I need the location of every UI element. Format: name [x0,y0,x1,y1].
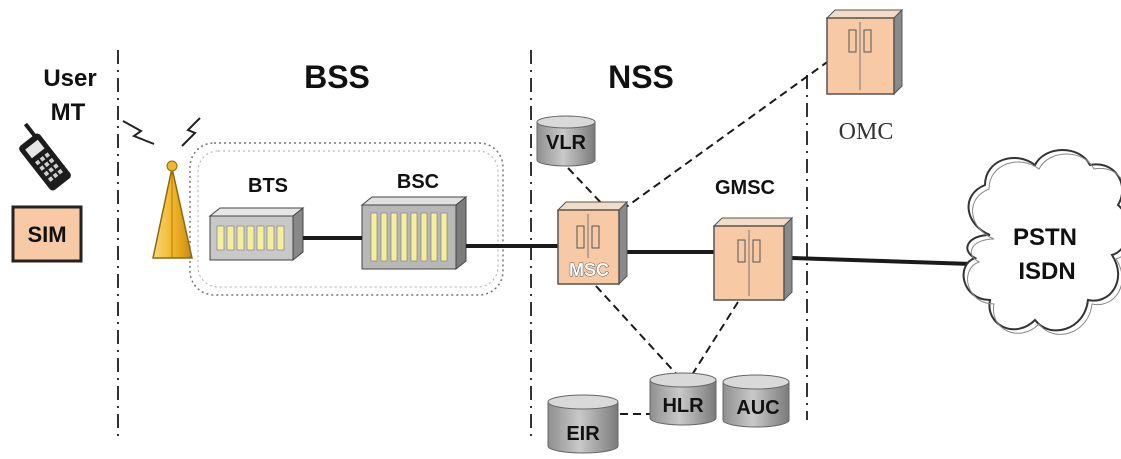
vlr-label: VLR [546,132,587,154]
link-msc-hlr [595,285,681,379]
gmsc-label: GMSC [715,177,775,199]
link-msc-omc [621,59,831,211]
dashed-links [567,59,831,415]
pstn-label: PSTN [1013,224,1077,251]
bts-node [208,206,305,262]
bss-subsystem-boundary-inner [197,150,499,288]
nss-header: NSS [608,59,674,95]
gmsc-node [712,216,794,302]
msc-node: MSC [556,200,629,286]
omc-node [825,8,904,96]
sim-card: SIM [11,205,83,263]
bss-header: BSS [304,59,370,95]
mt-label: MT [51,99,86,126]
antenna-tower-icon [152,160,193,259]
link-gmsc-pstn [791,256,973,266]
bsc-node [360,195,468,271]
eir-label: EIR [566,423,600,445]
sim-label: SIM [27,222,66,247]
hlr-database: HLR [649,372,717,426]
auc-database: AUC [722,374,790,428]
pstn-isdn-cloud: PSTN ISDN [962,149,1121,335]
section-dividers [117,50,808,440]
link-gmsc-hlr [689,301,739,379]
hlr-label: HLR [662,395,704,417]
user-label: User [43,65,96,92]
mobile-phone-icon [19,122,71,191]
bsc-label: BSC [397,171,439,193]
eir-database: EIR [547,394,619,454]
vlr-database: VLR [536,115,596,167]
auc-label: AUC [736,397,779,419]
msc-label: MSC [569,260,609,280]
omc-label: OMC [839,119,894,145]
radio-link-icon [122,117,201,147]
bss-subsystem-boundary [189,142,504,296]
solid-links [303,236,973,266]
link-vlr-msc [567,167,607,209]
isdn-label: ISDN [1018,258,1075,285]
bts-label: BTS [248,175,288,197]
